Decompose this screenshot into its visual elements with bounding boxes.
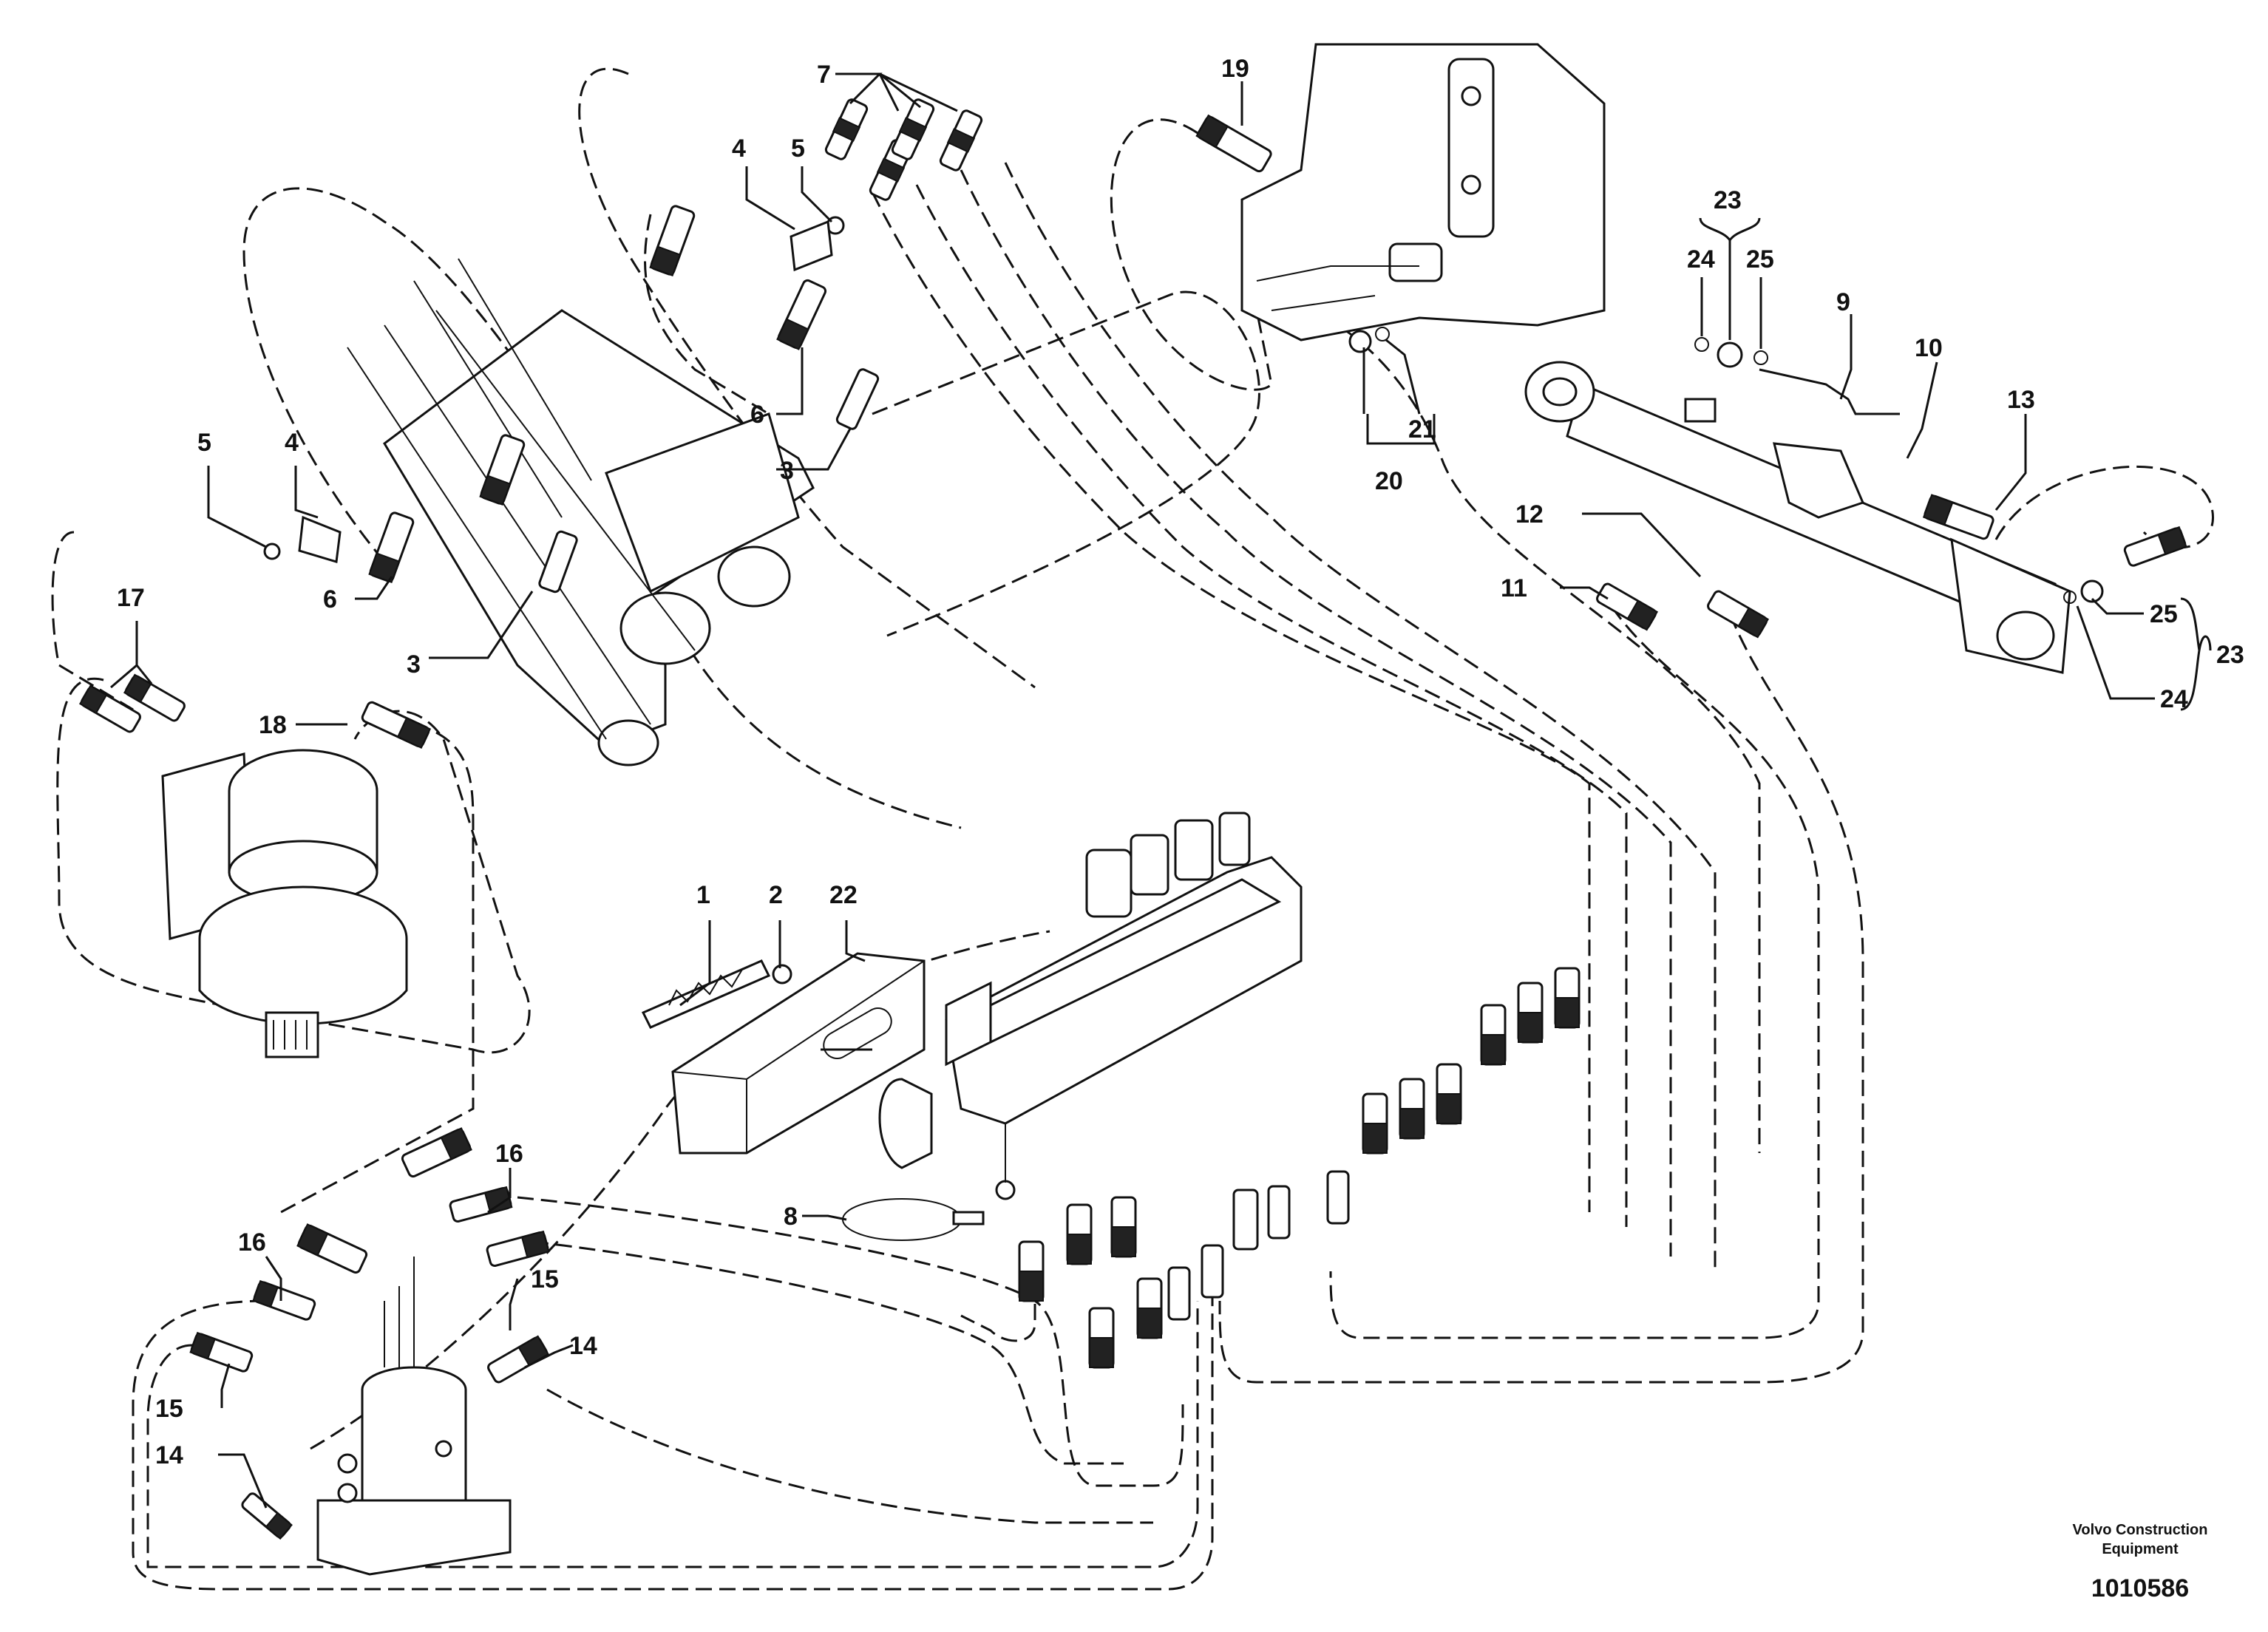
- callout-14: 14: [569, 1332, 597, 1360]
- callout-9: 9: [1836, 288, 1850, 316]
- brand-line-1: Volvo Construction: [2073, 1522, 2208, 1538]
- rotary-swivel: [316, 1257, 512, 1576]
- bracket-and-protector: [641, 952, 926, 1155]
- callout-16: 16: [495, 1140, 523, 1168]
- callout-13: 13: [2007, 386, 2035, 414]
- brand-line-2: Equipment: [2102, 1541, 2179, 1557]
- title-block: Volvo Construction Equipment 1010586: [2073, 1522, 2208, 1602]
- callout-8: 8: [784, 1203, 798, 1231]
- callout-1: 1: [696, 881, 710, 909]
- callout-25: 25: [2150, 600, 2178, 628]
- cable-tie: [842, 1198, 985, 1241]
- callout-15: 15: [155, 1395, 183, 1423]
- callout-24: 24: [1687, 245, 1715, 273]
- callout-6: 6: [750, 401, 764, 429]
- hose-fittings: [78, 98, 2187, 1540]
- callout-19: 19: [1221, 55, 1249, 83]
- callout-23: 23: [2216, 641, 2244, 669]
- callout-23: 23: [1714, 186, 1742, 214]
- callout-5: 5: [197, 429, 211, 457]
- document-number: 1010586: [2091, 1574, 2189, 1602]
- callout-21: 21: [1408, 415, 1436, 443]
- callout-22: 22: [829, 881, 858, 909]
- callout-2: 2: [769, 881, 783, 909]
- callout-17: 17: [117, 584, 145, 612]
- callout-3: 3: [780, 457, 794, 485]
- callout-18: 18: [259, 711, 287, 739]
- boom-arm: [347, 258, 815, 766]
- callout-4: 4: [732, 135, 746, 163]
- swing-bracket: [1240, 43, 1606, 341]
- callout-24: 24: [2160, 685, 2188, 713]
- callout-10: 10: [1915, 334, 1943, 362]
- callout-14: 14: [155, 1441, 183, 1469]
- callout-25: 25: [1746, 245, 1774, 273]
- callout-labels: 1 2 3 3 4 4 5 5 6 6 7 8 9 10 11 12 13 14…: [117, 55, 2244, 1469]
- callout-12: 12: [1515, 500, 1544, 528]
- callout-4: 4: [285, 429, 299, 457]
- leader-lines: [110, 72, 2212, 1509]
- callout-11: 11: [1501, 574, 1527, 602]
- callout-15: 15: [531, 1265, 559, 1293]
- callout-5: 5: [791, 135, 805, 163]
- control-valve: [878, 812, 1303, 1200]
- swing-motor: [161, 749, 408, 1058]
- callout-6: 6: [323, 585, 337, 613]
- callout-7: 7: [817, 61, 831, 89]
- callout-3: 3: [407, 650, 421, 679]
- hydraulic-cylinder: [1524, 361, 2071, 674]
- callout-20: 20: [1375, 467, 1403, 495]
- callout-16: 16: [238, 1228, 266, 1257]
